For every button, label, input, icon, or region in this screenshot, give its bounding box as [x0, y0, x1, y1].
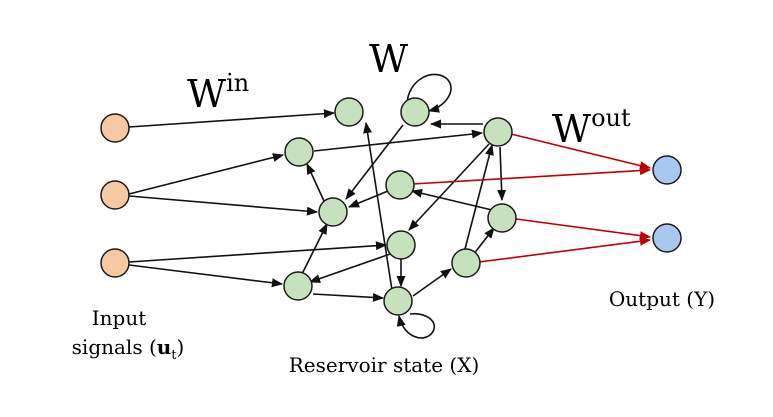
- edge-in3-r7: [128, 241, 388, 263]
- reservoir-label: Reservoir state (X): [289, 353, 480, 377]
- edge-r11-r1: [363, 121, 393, 291]
- output-edges: [412, 133, 652, 263]
- w-out-label: Wout: [552, 104, 631, 151]
- edge-r4-r9: [408, 143, 490, 231]
- reservoir-node: [400, 97, 430, 127]
- reservoir-node: [318, 197, 348, 227]
- w-label: W: [369, 37, 408, 81]
- self-loop-r11: [396, 312, 435, 339]
- edge-r8-r6: [410, 188, 493, 211]
- edge-r8-out2: [515, 218, 652, 241]
- reservoir-node: [385, 170, 415, 200]
- reservoir-node: [451, 248, 481, 278]
- edge-in1-r1: [128, 109, 336, 128]
- edge-r2-r5: [345, 124, 404, 200]
- input-node: [100, 180, 130, 210]
- edge-r6-out1: [412, 166, 652, 185]
- edge-in2-r5: [128, 195, 319, 216]
- edge-r9-r11: [312, 292, 385, 302]
- reservoir-node: [483, 117, 513, 147]
- reservoir-node: [383, 286, 413, 316]
- edge-r9-r5: [301, 222, 328, 275]
- reservoir-node: [334, 97, 364, 127]
- output-nodes: [652, 155, 682, 253]
- edge-r4-r8: [497, 146, 507, 202]
- reservoir-node: [386, 230, 416, 260]
- edge-r3-r4: [313, 129, 484, 152]
- edge-in2-r3: [128, 153, 285, 195]
- output-label: Output (Y): [609, 287, 715, 311]
- self-loop-r2: [406, 73, 452, 113]
- edge-r10-r4: [464, 143, 494, 250]
- reservoir-node: [487, 203, 517, 233]
- edge-r7-r9: [308, 252, 394, 283]
- edge-r4-out1: [510, 133, 652, 170]
- input-label-line1: Input: [92, 306, 147, 330]
- input-label-line2: signals (ut): [72, 335, 185, 363]
- output-node: [652, 223, 682, 253]
- edge-r10-r8: [472, 227, 495, 256]
- reservoir-node: [284, 137, 314, 167]
- edge-r10-out2: [478, 236, 652, 263]
- input-nodes: [100, 113, 130, 278]
- reservoir-node: [283, 271, 313, 301]
- reservoir-nodes: [283, 97, 517, 316]
- edge-r5-r3: [306, 162, 325, 202]
- edge-r11-r10: [412, 268, 452, 297]
- edge-in3-r9: [128, 264, 284, 288]
- edges: [128, 73, 507, 339]
- edge-r6-r5: [347, 190, 389, 208]
- input-node: [100, 113, 130, 143]
- output-node: [652, 155, 682, 185]
- w-in-label: Win: [187, 69, 249, 116]
- input-node: [100, 248, 130, 278]
